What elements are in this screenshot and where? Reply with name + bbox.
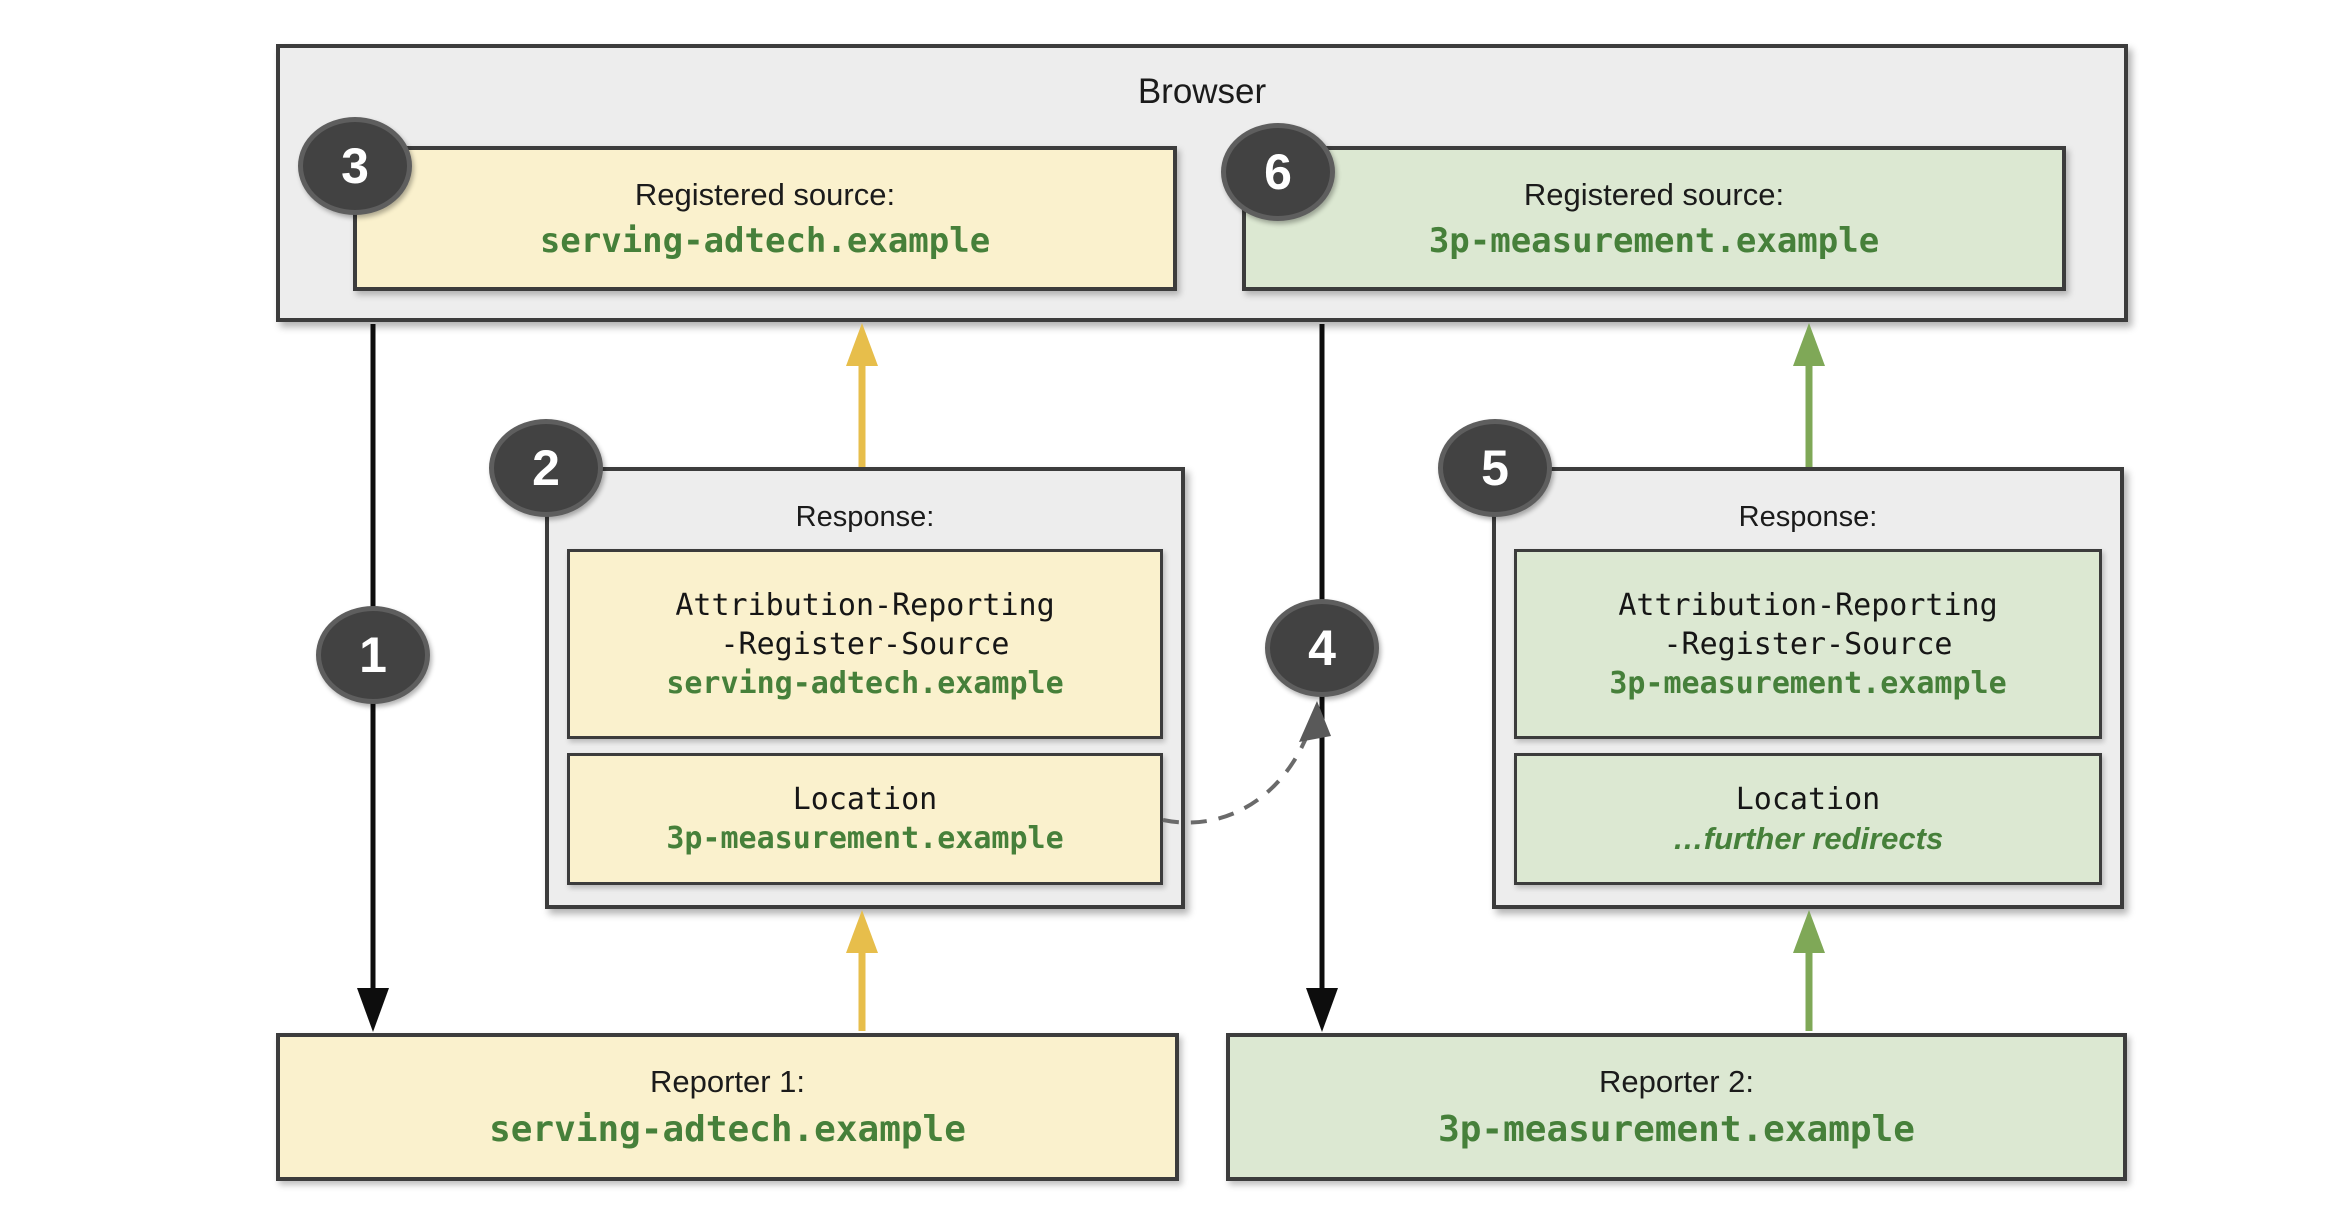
step-number: 5 [1481, 440, 1509, 496]
step-number: 3 [341, 138, 369, 194]
response-title: Response: [795, 501, 935, 533]
reporter-domain: serving-adtech.example [489, 1109, 966, 1150]
header-value: serving-adtech.example [666, 665, 1064, 701]
header-name-line: Attribution-Reporting [1618, 587, 1998, 623]
step-circle-5: 5 [1438, 419, 1552, 517]
location-value: 3p-measurement.example [666, 821, 1064, 856]
step-number: 2 [532, 440, 560, 496]
arrowhead-up-icon [1793, 323, 1825, 366]
location-value: …further redirects [1672, 821, 1944, 856]
location-label: Location [1735, 782, 1881, 817]
arrowhead-down-icon [357, 988, 389, 1032]
attribution-header-box: Attribution-Reporting -Register-Source s… [567, 549, 1163, 739]
step-number: 1 [359, 627, 387, 683]
response-panel-adtech: Response: Attribution-Reporting -Registe… [545, 467, 1185, 909]
step-circle-6: 6 [1221, 123, 1335, 221]
browser-panel-title: Browser [1137, 72, 1267, 111]
header-name-line: -Register-Source [1663, 626, 1953, 662]
reporter-1-box: Reporter 1: serving-adtech.example [276, 1033, 1179, 1181]
redirect-dashed-curve [1162, 715, 1316, 825]
location-label: Location [792, 782, 938, 817]
location-header-box: Location 3p-measurement.example [567, 753, 1163, 885]
arrowhead-down-icon [1306, 988, 1338, 1032]
registered-source-domain: 3p-measurement.example [1428, 220, 1880, 261]
registered-source-box-measurement: Registered source: 3p-measurement.exampl… [1242, 146, 2066, 291]
reporter-2-box: Reporter 2: 3p-measurement.example [1226, 1033, 2127, 1181]
step-number: 4 [1308, 620, 1336, 676]
step-circle-4: 4 [1265, 599, 1379, 697]
location-header-box: Location …further redirects [1514, 753, 2102, 885]
arrowhead-up-icon [1299, 701, 1331, 742]
reporter-label: Reporter 2: [1598, 1064, 1755, 1099]
reporter-domain: 3p-measurement.example [1438, 1109, 1915, 1150]
registered-source-label: Registered source: [1523, 176, 1785, 212]
step-number: 6 [1264, 144, 1292, 200]
registered-source-label: Registered source: [634, 176, 896, 212]
header-name-line: -Register-Source [720, 626, 1010, 662]
registered-source-domain: serving-adtech.example [539, 220, 991, 261]
arrowhead-up-icon [1793, 910, 1825, 953]
step-circle-1: 1 [316, 606, 430, 704]
attribution-header-box: Attribution-Reporting -Register-Source 3… [1514, 549, 2102, 739]
arrowhead-up-icon [846, 910, 878, 953]
step-circle-3: 3 [298, 117, 412, 215]
header-value: 3p-measurement.example [1609, 665, 2007, 701]
response-title: Response: [1738, 501, 1878, 533]
step-circle-2: 2 [489, 419, 603, 517]
header-name-line: Attribution-Reporting [675, 587, 1055, 623]
registered-source-box-adtech: Registered source: serving-adtech.exampl… [353, 146, 1177, 291]
response-panel-measurement: Response: Attribution-Reporting -Registe… [1492, 467, 2124, 909]
reporter-label: Reporter 1: [649, 1064, 806, 1099]
arrowhead-up-icon [846, 323, 878, 366]
